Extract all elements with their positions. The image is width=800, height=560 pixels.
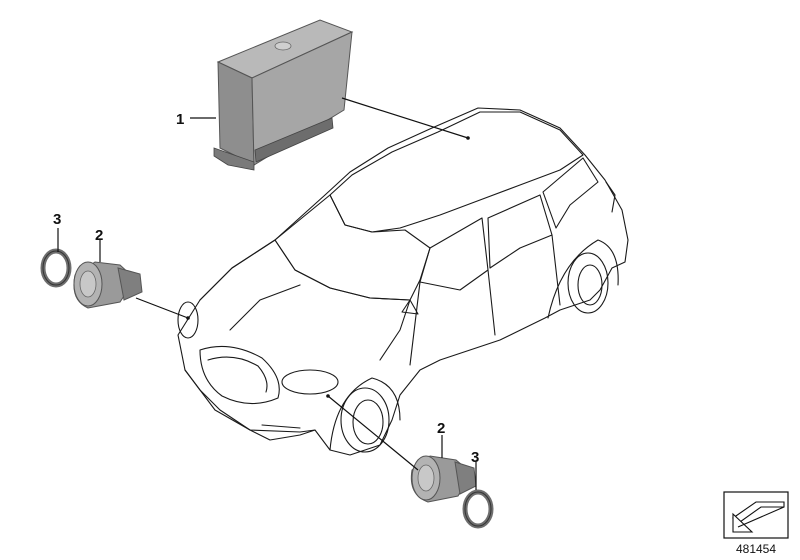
reference-box: 481454 bbox=[723, 491, 789, 556]
arrow-icon bbox=[731, 501, 785, 533]
control-unit-module bbox=[213, 19, 354, 171]
callout-3-right: 3 bbox=[471, 449, 479, 466]
leader-lines bbox=[57, 97, 477, 490]
callout-2-right: 2 bbox=[437, 420, 445, 437]
reference-number: 481454 bbox=[736, 542, 776, 556]
callout-1: 1 bbox=[176, 111, 184, 128]
parking-sensor-right bbox=[410, 455, 477, 503]
car-outline bbox=[177, 107, 629, 456]
callout-3-left: 3 bbox=[53, 211, 61, 228]
parking-sensor-left bbox=[73, 261, 143, 309]
sensor-ring-right bbox=[462, 489, 494, 529]
callout-2-left: 2 bbox=[95, 227, 103, 244]
sensor-ring-left bbox=[40, 248, 72, 288]
